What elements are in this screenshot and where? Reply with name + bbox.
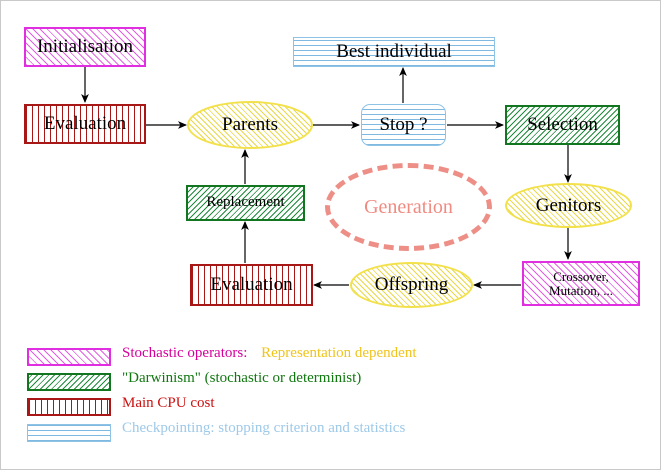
node-offspring[interactable]: Offspring xyxy=(350,262,473,308)
node-replacement-label: Replacement xyxy=(206,194,285,211)
legend-swatch-checkpointing xyxy=(27,424,111,442)
node-stop[interactable]: Stop ? xyxy=(361,104,446,146)
legend-label-checkpointing: Checkpointing: stopping criterion and st… xyxy=(122,420,406,436)
node-stop-label: Stop ? xyxy=(379,114,428,136)
legend-swatch-stochastic-operators xyxy=(27,348,111,366)
node-generation-label: Generation xyxy=(364,195,453,218)
legend-label-stochastic-operators: Stochastic operators: xyxy=(122,345,248,361)
node-best-individual-label: Best individual xyxy=(336,41,452,63)
node-genitors-label: Genitors xyxy=(535,194,602,216)
legend-swatch-main-cpu-cost xyxy=(27,398,111,416)
node-offspring-label: Offspring xyxy=(374,274,449,296)
legend-row-stochastic-operators: Stochastic operators: Representation dep… xyxy=(122,345,417,362)
legend-label-main-cpu-cost: Main CPU cost xyxy=(122,395,215,411)
node-parents[interactable]: Parents xyxy=(187,101,313,149)
node-initialisation-label: Initialisation xyxy=(36,36,134,58)
node-genitors[interactable]: Genitors xyxy=(505,183,632,228)
node-initialisation[interactable]: Initialisation xyxy=(24,27,146,67)
legend-label-representation-dependent: Representation dependent xyxy=(261,345,417,361)
node-variation-operators-line1: Crossover, xyxy=(553,268,609,284)
node-parents-label: Parents xyxy=(222,114,278,136)
node-evaluation-bottom[interactable]: Evaluation xyxy=(190,264,313,306)
node-best-individual[interactable]: Best individual xyxy=(293,37,495,67)
node-generation-boundary: Generation xyxy=(325,163,492,251)
node-evaluation-bottom-label: Evaluation xyxy=(210,274,293,296)
node-variation-operators[interactable]: Crossover, Mutation, ... xyxy=(522,261,640,306)
legend-label-darwinism: "Darwinism" (stochastic or determinist) xyxy=(122,370,362,386)
node-variation-operators-line2: Mutation, ... xyxy=(549,282,613,298)
legend-swatch-darwinism xyxy=(27,373,111,391)
node-replacement[interactable]: Replacement xyxy=(186,185,305,221)
node-selection[interactable]: Selection xyxy=(505,105,620,145)
node-selection-label: Selection xyxy=(527,114,598,136)
node-evaluation-top-label: Evaluation xyxy=(43,113,127,135)
node-evaluation-top[interactable]: Evaluation xyxy=(24,104,146,144)
